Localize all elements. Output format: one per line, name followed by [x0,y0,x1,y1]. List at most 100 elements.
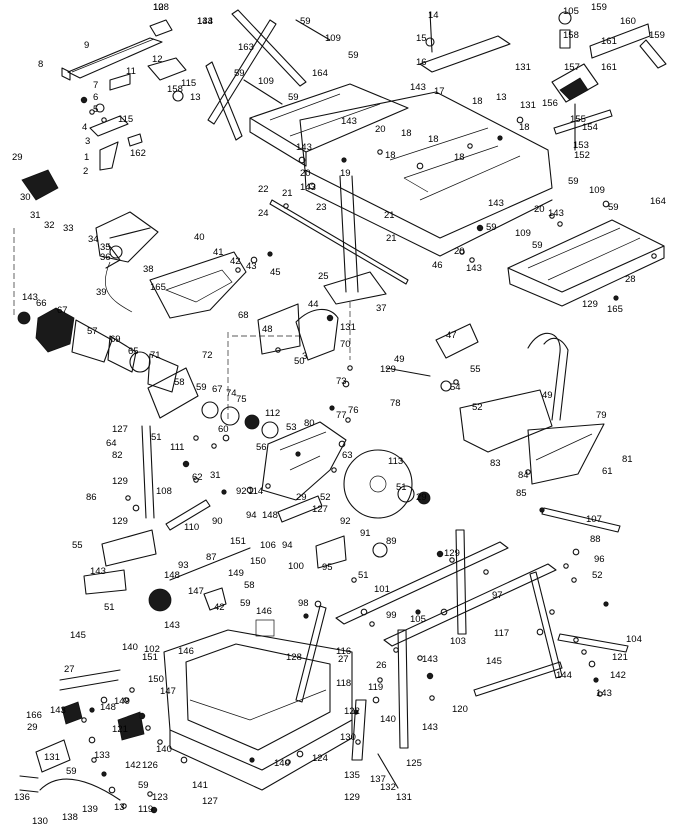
callout-label-5: 5 [93,104,98,115]
fastener [182,460,190,468]
fastener [516,116,524,124]
callout-label-6: 6 [93,92,98,103]
fastener [415,609,421,615]
callout-label-52: 52 [320,492,331,503]
callout-label-151: 151 [142,652,158,663]
callout-label-164: 164 [312,68,328,79]
callout-label-127: 127 [112,424,128,435]
callout-label-59: 59 [348,50,359,61]
callout-label-48: 48 [262,324,273,335]
callout-label-60: 60 [218,424,229,435]
callout-label-143: 143 [90,566,106,577]
callout-label-120: 120 [452,704,468,715]
callout-label-101: 101 [374,584,390,595]
callout-label-11: 11 [126,66,136,77]
guard-links [205,9,331,141]
callout-label-15: 15 [416,33,427,44]
callout-label-14: 14 [428,10,439,21]
fastener [372,696,380,704]
callout-label-128: 128 [153,2,169,13]
fastener [597,691,603,697]
callout-label-21: 21 [282,188,293,199]
fastener [329,405,335,411]
fastener [449,557,455,563]
hidden-lines [13,228,351,420]
callout-label-143: 143 [422,654,438,665]
callout-label-129: 129 [112,476,128,487]
callout-label-99: 99 [386,610,397,621]
fastener [459,249,465,255]
fastener [80,96,88,104]
fastener [89,109,95,115]
callout-label-114: 114 [248,486,263,497]
callout-label-126: 126 [142,760,158,771]
callout-label-144: 144 [556,670,572,681]
callout-label-93: 93 [178,560,189,571]
fastener [296,750,304,758]
callout-label-152: 152 [574,150,590,161]
fastener [101,117,107,123]
callout-label-158: 158 [167,84,183,95]
fastener [338,440,346,448]
fastener [250,256,258,264]
callout-label-118: 118 [336,678,351,689]
callout-label-108: 108 [156,486,172,497]
callout-label-2: 2 [83,166,88,177]
callout-label-18: 18 [519,122,530,133]
callout-label-129: 129 [444,548,460,559]
callout-label-63: 63 [342,450,353,461]
callout-label-41: 41 [213,247,224,258]
fastener [249,757,255,763]
callout-label-59: 59 [288,92,299,103]
callout-label-20: 20 [300,168,311,179]
fastener [436,550,444,558]
fastener [453,379,459,385]
fastener [211,443,217,449]
callout-label-1: 1 [84,152,89,163]
fastener [416,162,424,170]
fastener [89,707,95,713]
fastener [100,696,108,704]
callout-label-146: 146 [178,646,194,657]
callout-label-29: 29 [416,492,427,503]
callout-label-42: 42 [214,602,225,613]
callout-label-35: 35 [100,242,111,253]
callout-label-46: 46 [432,260,443,271]
fastener [341,157,347,163]
fastener [138,712,146,720]
callout-label-57: 57 [87,326,98,337]
fastener [563,563,569,569]
callout-label-40: 40 [194,232,205,243]
callout-label-59: 59 [608,202,619,213]
callout-label-20: 20 [454,246,465,257]
fastener [108,786,116,794]
fastener [132,504,140,512]
fastener [549,213,555,219]
fastener [345,417,351,423]
callout-label-70: 70 [340,339,351,350]
fastener [295,451,301,457]
tilt-bracket [149,251,339,361]
callout-label-33: 33 [63,223,74,234]
callout-label-130: 130 [32,816,48,827]
callout-label-59: 59 [486,222,497,233]
callout-label-64: 64 [106,438,117,449]
fastener [581,649,587,655]
callout-label-127: 127 [202,796,218,807]
callout-label-37: 37 [376,303,387,314]
callout-label-109: 109 [589,185,605,196]
callout-label-51: 51 [396,482,407,493]
riving-knife [269,175,409,305]
fastener [525,469,531,475]
insert-plate [419,11,511,73]
fastener [275,347,281,353]
callout-label-38: 38 [143,264,154,275]
callout-label-18: 18 [401,128,412,139]
fastener [267,251,273,257]
callout-label-18: 18 [385,150,396,161]
callout-label-140: 140 [156,744,172,755]
power-switch [19,669,145,801]
callout-label-141: 141 [192,780,208,791]
fastener [303,613,309,619]
